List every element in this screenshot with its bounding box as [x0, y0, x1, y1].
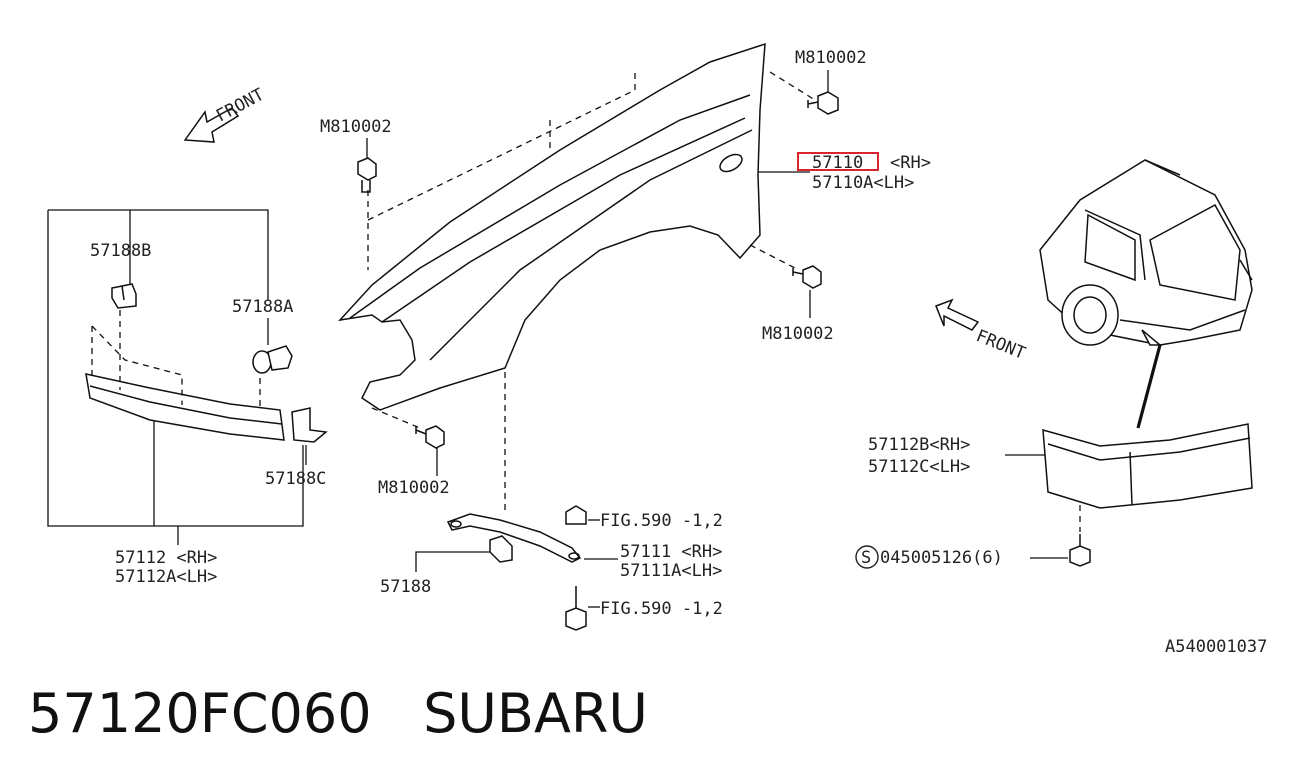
- fender-part: [338, 42, 766, 411]
- clip-icon: [489, 535, 513, 563]
- fig-ref-label: FIG.590 -1,2: [600, 599, 723, 619]
- front-arrow-label: FRONT: [973, 326, 1028, 364]
- fender-lh-label: 57110A<LH>: [812, 173, 914, 193]
- caption: 57120FC060 SUBARU: [28, 682, 648, 745]
- part-number: 57120FC060: [28, 682, 372, 745]
- trim-lh-label: 57112A<LH>: [115, 567, 217, 587]
- rear-trim-lh-label: 57112C<LH>: [868, 457, 970, 477]
- bracket-rh-label: 57111 <RH>: [620, 542, 722, 562]
- clip-icon: [252, 345, 293, 374]
- clip-label: 57188B: [90, 241, 151, 261]
- clip-label: 57188A: [232, 297, 293, 317]
- bolt-icon: [792, 265, 822, 289]
- bolt-icon: [357, 157, 377, 193]
- fender-rh-side-label: <RH>: [890, 153, 931, 173]
- trim-strip-part: [85, 373, 285, 441]
- fig-ref-label: FIG.590 -1,2: [600, 511, 723, 531]
- bolt-label: M810002: [795, 48, 867, 68]
- bolt-label: M810002: [378, 478, 450, 498]
- front-arrow-icon: FRONT: [935, 298, 1028, 364]
- trim-rh-label: 57112 <RH>: [115, 548, 217, 568]
- screw-symbol-letter: S: [861, 548, 871, 568]
- bracket-lh-label: 57111A<LH>: [620, 561, 722, 581]
- highlight-box: [797, 152, 879, 171]
- screw-symbol-icon: [855, 545, 879, 569]
- bolt-icon: [807, 91, 839, 115]
- clip-icon: [291, 407, 328, 443]
- fender-rh-label: 57110: [812, 153, 863, 173]
- screw-label: 045005126(6): [880, 548, 1003, 568]
- brand-name: SUBARU: [423, 682, 648, 745]
- screw-icon: [1069, 534, 1091, 567]
- clip-label: 57188C: [265, 469, 326, 489]
- clip-icon: [111, 283, 137, 309]
- clip-label: 57188: [380, 577, 431, 597]
- bolt-label: M810002: [320, 117, 392, 137]
- inset-box: [47, 209, 307, 545]
- nut-icon: [565, 505, 587, 525]
- rear-trim-part: [1042, 423, 1253, 509]
- bracket-part: [446, 513, 582, 563]
- bolt-icon: [565, 586, 587, 631]
- bolt-icon: [415, 425, 445, 449]
- bolt-label: M810002: [762, 324, 834, 344]
- vehicle-illustration: [1039, 159, 1253, 346]
- front-arrow-label: FRONT: [213, 85, 268, 127]
- rear-trim-rh-label: 57112B<RH>: [868, 435, 970, 455]
- front-arrow-icon: FRONT: [183, 85, 268, 143]
- reference-code: A540001037: [1165, 637, 1267, 657]
